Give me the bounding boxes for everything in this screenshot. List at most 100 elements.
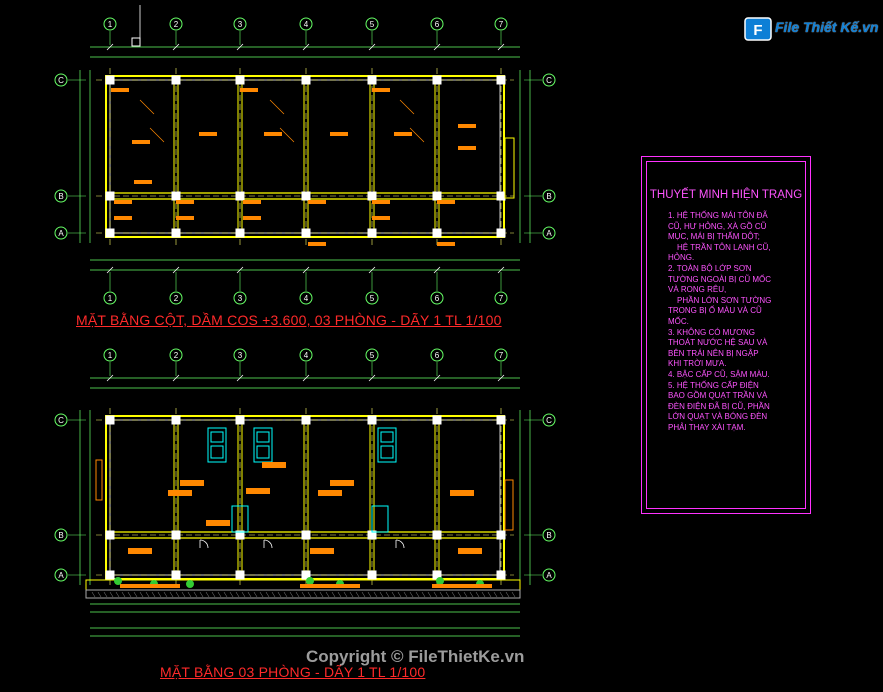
bathroom-fixture bbox=[380, 445, 394, 459]
room-tag bbox=[310, 548, 334, 554]
legend-line: HỆ TRẦN TÔN LẠNH CŨ, bbox=[677, 242, 771, 252]
column-square bbox=[105, 415, 115, 425]
column-square bbox=[235, 191, 245, 201]
grid-row-bubble-right bbox=[542, 73, 556, 87]
step-hatch bbox=[103, 591, 108, 598]
step-hatch bbox=[163, 591, 168, 598]
step-hatch bbox=[139, 591, 144, 598]
dimension-tick bbox=[172, 374, 180, 382]
step-hatch bbox=[511, 591, 516, 598]
planter-box bbox=[432, 584, 492, 588]
grid-col-bubble-bottom bbox=[365, 291, 379, 305]
leader-line bbox=[139, 99, 155, 115]
beam-partition bbox=[369, 79, 375, 234]
grid-col-bubble-top-label: 7 bbox=[499, 20, 504, 29]
member-tag bbox=[243, 200, 261, 204]
grid-row-bubble-right bbox=[542, 413, 556, 427]
room-tag bbox=[458, 548, 482, 554]
step-hatch bbox=[301, 591, 306, 598]
member-tag bbox=[308, 242, 326, 246]
bathroom-fixture bbox=[207, 427, 227, 463]
beam-partition bbox=[237, 419, 243, 576]
grid-col-bubble-top-label: 2 bbox=[174, 351, 179, 360]
grid-col-bubble-bottom-label: 5 bbox=[370, 294, 375, 303]
grid-col-bubble-top-label: 4 bbox=[304, 351, 309, 360]
grid-col-bubble-bottom-label: 3 bbox=[238, 294, 243, 303]
bathroom-fixture bbox=[210, 431, 224, 443]
dimension-tick bbox=[236, 266, 244, 274]
legend-line: VÀ RONG RÊU, bbox=[668, 285, 727, 295]
member-tag bbox=[264, 132, 282, 136]
column-square bbox=[235, 570, 245, 580]
member-tag bbox=[437, 200, 455, 204]
column-square bbox=[367, 228, 377, 238]
column-square bbox=[301, 530, 311, 540]
grid-row-bubble-right-label: A bbox=[546, 229, 552, 238]
column-square bbox=[301, 228, 311, 238]
grid-col-bubble-top bbox=[494, 17, 508, 31]
planter-plant bbox=[306, 577, 314, 585]
outer-wall bbox=[105, 75, 505, 238]
column-square bbox=[496, 415, 506, 425]
bathroom-fixture bbox=[380, 431, 394, 443]
step-hatch bbox=[379, 591, 384, 598]
step-hatch bbox=[415, 591, 420, 598]
step-hatch bbox=[169, 591, 174, 598]
legend-line: PHẢI THAY XÀI TẠM. bbox=[668, 422, 746, 432]
grid-col-bubble-top-label: 6 bbox=[435, 351, 440, 360]
step-hatch bbox=[145, 591, 150, 598]
sink-counter bbox=[371, 505, 389, 533]
legend-line: BÊN TRÁI NÊN BỊ NGẬP bbox=[668, 348, 759, 358]
step-hatch bbox=[493, 591, 498, 598]
legend-line: TƯỜNG NGOÀI BỊ CŨ MỐC bbox=[668, 274, 772, 284]
dimension-tick bbox=[368, 266, 376, 274]
step-hatch bbox=[253, 591, 258, 598]
legend-line: 3. KHÔNG CÓ MƯƠNG bbox=[668, 327, 756, 337]
dimension-tick bbox=[236, 374, 244, 382]
legend-line: TRONG BỊ Ố MÀU VÀ CŨ bbox=[668, 306, 762, 316]
member-tag bbox=[114, 216, 132, 220]
legend-line: BAO GỒM QUẠT TRẦN VÀ bbox=[668, 391, 768, 401]
legend-line: 2. TOÀN BỘ LỚP SƠN bbox=[668, 263, 752, 273]
dimension-tick bbox=[106, 374, 114, 382]
member-tag bbox=[243, 216, 261, 220]
planter-plant bbox=[436, 577, 444, 585]
legend-line: THOÁT NƯỚC HỆ SAU VÀ bbox=[668, 338, 768, 348]
member-tag bbox=[458, 124, 476, 128]
grid-col-bubble-top bbox=[103, 17, 117, 31]
step-hatch bbox=[109, 591, 114, 598]
dimension-tick bbox=[302, 266, 310, 274]
legend-line: PHẦN LỚN SƠN TƯỜNG bbox=[677, 295, 772, 305]
dimension-tick bbox=[106, 43, 114, 51]
leader-line bbox=[269, 99, 285, 115]
grid-row-bubble-right-label: C bbox=[546, 416, 552, 425]
step-hatch bbox=[157, 591, 162, 598]
column-square bbox=[301, 75, 311, 85]
beam-partition bbox=[303, 79, 309, 234]
step-hatch bbox=[97, 591, 102, 598]
grid-col-bubble-top-label: 5 bbox=[370, 351, 375, 360]
column-square bbox=[105, 191, 115, 201]
legend-line: ĐÈN ĐIỆN ĐÃ BỊ CŨ, PHẦN bbox=[668, 401, 770, 411]
grid-col-bubble-top-label: 7 bbox=[499, 351, 504, 360]
step-hatch bbox=[403, 591, 408, 598]
grid-row-bubble-left bbox=[54, 413, 68, 427]
plan-top-title: MẶT BẰNG CỘT, DẦM COS +3.600, 03 PHÒNG -… bbox=[76, 312, 502, 328]
dimension-tick bbox=[497, 374, 505, 382]
leader-line bbox=[279, 127, 295, 143]
step-hatch bbox=[337, 591, 342, 598]
column-square bbox=[235, 415, 245, 425]
grid-row-bubble-right-label: C bbox=[546, 76, 552, 85]
bathroom-fixture bbox=[256, 445, 270, 459]
step-hatch bbox=[235, 591, 240, 598]
beam-partition bbox=[173, 419, 179, 576]
grid-col-bubble-top-label: 1 bbox=[108, 20, 113, 29]
step-hatch bbox=[115, 591, 120, 598]
beam-partition bbox=[303, 419, 309, 576]
grid-row-bubble-left bbox=[54, 568, 68, 582]
side-element bbox=[504, 137, 515, 199]
step-hatch bbox=[373, 591, 378, 598]
step-hatch bbox=[499, 591, 504, 598]
